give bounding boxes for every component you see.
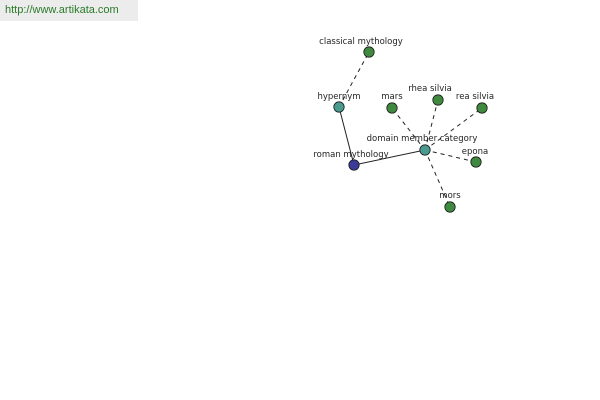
edge-domain-member-category-to-epona xyxy=(424,149,477,163)
node-label-epona[interactable]: epona xyxy=(462,147,488,157)
node-label-mars[interactable]: mars xyxy=(381,92,403,102)
node-label-rea-silvia[interactable]: rea silvia xyxy=(456,92,494,102)
node-label-roman-mythology[interactable]: roman mythology xyxy=(313,150,388,160)
node-rhea-silvia[interactable] xyxy=(432,94,444,106)
site-url-banner[interactable]: http://www.artikata.com xyxy=(0,0,138,21)
edge-domain-member-category-to-rea-silvia xyxy=(424,107,483,151)
edge-roman-mythology-to-hypernym xyxy=(338,106,355,166)
node-mors[interactable] xyxy=(444,201,456,213)
node-rea-silvia[interactable] xyxy=(476,102,488,114)
edge-roman-mythology-to-domain-member-category xyxy=(353,149,426,166)
node-label-rhea-silvia[interactable]: rhea silvia xyxy=(408,84,452,94)
edge-domain-member-category-to-rhea-silvia xyxy=(424,99,439,151)
node-classical-mythology[interactable] xyxy=(363,46,375,58)
node-label-domain-member-category[interactable]: domain member category xyxy=(367,134,478,144)
node-label-mors[interactable]: mors xyxy=(439,191,461,201)
node-hypernym[interactable] xyxy=(333,101,345,113)
node-mars[interactable] xyxy=(386,102,398,114)
node-label-hypernym[interactable]: hypernym xyxy=(317,92,360,102)
node-label-classical-mythology[interactable]: classical mythology xyxy=(319,37,403,47)
edge-domain-member-category-to-mars xyxy=(391,107,426,151)
nodes-layer xyxy=(333,46,488,213)
edges-layer xyxy=(338,51,483,208)
node-roman-mythology[interactable] xyxy=(348,159,360,171)
node-domain-member-category[interactable] xyxy=(419,144,431,156)
labels-layer: roman mythology hypernym domain member cat… xyxy=(313,37,494,201)
edge-domain-member-category-to-mors xyxy=(424,149,451,208)
edge-hypernym-to-classical-mythology xyxy=(338,51,370,108)
node-epona[interactable] xyxy=(470,156,482,168)
